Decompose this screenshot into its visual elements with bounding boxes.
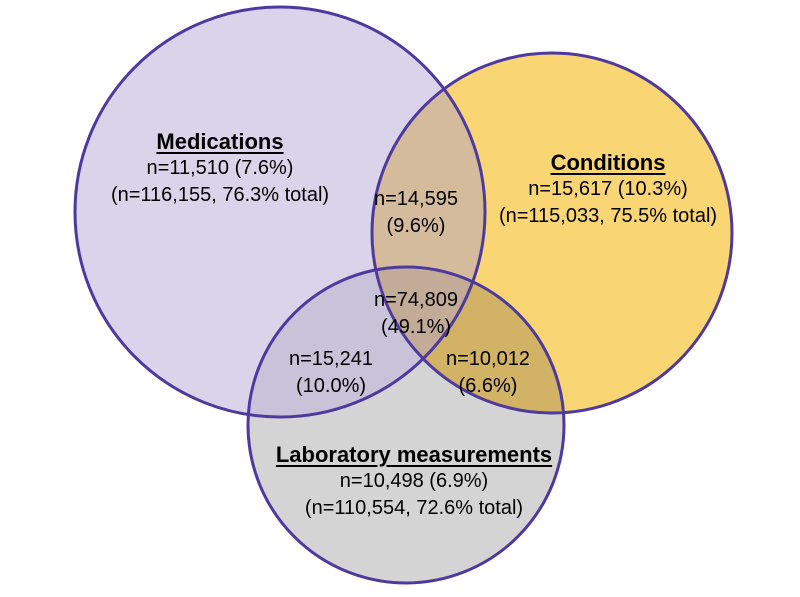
medications-count: n=11,510 (7.6%) — [146, 157, 294, 179]
triple-count: n=74,809 — [374, 289, 458, 311]
laboratory-label: Laboratory measurements n=10,498 (6.9%) … — [276, 441, 552, 522]
medications-circle-outline — [73, 5, 487, 419]
conditions-total: (n=115,033, 75.5% total) — [498, 205, 718, 227]
triple-pct: (49.1%) — [380, 316, 452, 338]
conditions-label: Conditions n=15,617 (10.3%) (n=115,033, … — [499, 149, 717, 230]
laboratory-count: n=10,498 (6.9%) — [339, 470, 489, 492]
cond-lab-overlap-label: n=10,012 (6.6%) — [446, 346, 530, 400]
medications-title: Medications — [156, 129, 284, 154]
medications-laboratory-overlap — [248, 267, 485, 417]
med-lab-overlap-label: n=15,241 (10.0%) — [289, 346, 373, 400]
med-lab-count: n=15,241 — [289, 348, 373, 370]
med-cond-pct: (9.6%) — [386, 215, 446, 237]
med-cond-count: n=14,595 — [374, 188, 458, 210]
med-cond-overlap-label: n=14,595 (9.6%) — [374, 186, 458, 240]
cond-lab-pct: (6.6%) — [458, 375, 518, 397]
medications-label: Medications n=11,510 (7.6%) (n=116,155, … — [111, 128, 329, 209]
triple-overlap-label: n=74,809 (49.1%) — [374, 287, 458, 341]
med-lab-pct: (10.0%) — [295, 375, 367, 397]
conditions-title: Conditions — [550, 150, 666, 175]
laboratory-total: (n=110,554, 72.6% total) — [304, 497, 524, 519]
conditions-circle-outline — [370, 51, 734, 415]
conditions-laboratory-overlap — [372, 267, 564, 413]
medications-total: (n=116,155, 76.3% total) — [110, 184, 330, 206]
cond-lab-count: n=10,012 — [446, 348, 530, 370]
laboratory-circle-outline — [246, 265, 566, 585]
conditions-count: n=15,617 (10.3%) — [528, 178, 688, 200]
laboratory-title: Laboratory measurements — [275, 442, 553, 467]
